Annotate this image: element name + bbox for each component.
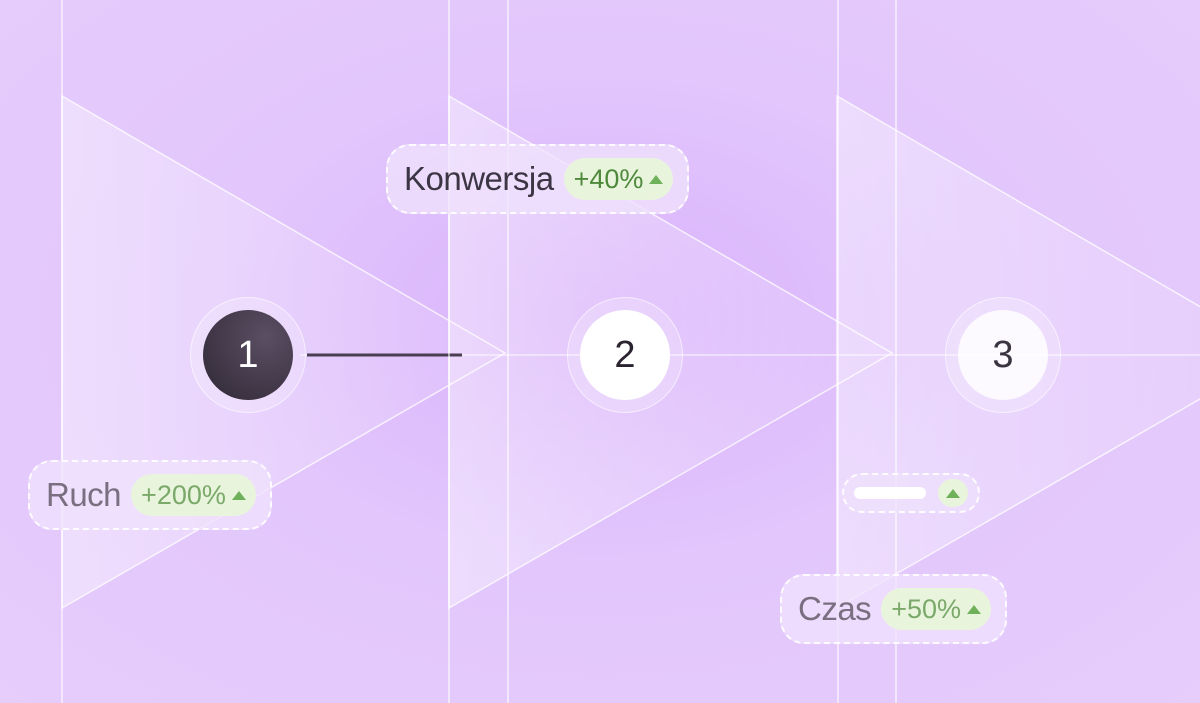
caret-up-icon xyxy=(649,174,664,184)
metric-value: +50% xyxy=(891,593,961,624)
step-3-node[interactable]: 3 xyxy=(945,297,1061,413)
metric-badge: +200% xyxy=(131,474,256,516)
metric-label: Konwersja xyxy=(404,160,554,197)
metric-value: +40% xyxy=(573,163,644,194)
grid-line xyxy=(837,0,839,703)
step-number: 3 xyxy=(958,310,1048,400)
metric-badge xyxy=(937,479,968,507)
grid-line xyxy=(61,0,63,703)
ruch-metric-chip: Ruch +200% xyxy=(28,460,272,530)
step-number: 2 xyxy=(580,310,670,400)
grid-line xyxy=(448,0,450,703)
metric-label: Czas xyxy=(798,590,872,627)
loading-metric-chip xyxy=(842,473,980,513)
step-1-node[interactable]: 1 xyxy=(190,297,306,413)
caret-up-icon xyxy=(945,488,960,498)
step-number: 1 xyxy=(203,310,293,400)
grid-line xyxy=(895,0,897,703)
metric-badge: +50% xyxy=(881,588,991,630)
metric-value: +200% xyxy=(141,479,226,510)
step-2-node[interactable]: 2 xyxy=(567,297,683,413)
grid-line xyxy=(507,0,509,703)
caret-up-icon xyxy=(231,490,246,500)
metric-badge: +40% xyxy=(563,158,674,200)
caret-up-icon xyxy=(967,604,981,614)
placeholder-bar xyxy=(854,487,926,499)
konwersja-metric-chip: Konwersja +40% xyxy=(386,144,690,214)
metric-label: Ruch xyxy=(46,476,122,513)
czas-metric-chip: Czas +50% xyxy=(780,574,1007,644)
